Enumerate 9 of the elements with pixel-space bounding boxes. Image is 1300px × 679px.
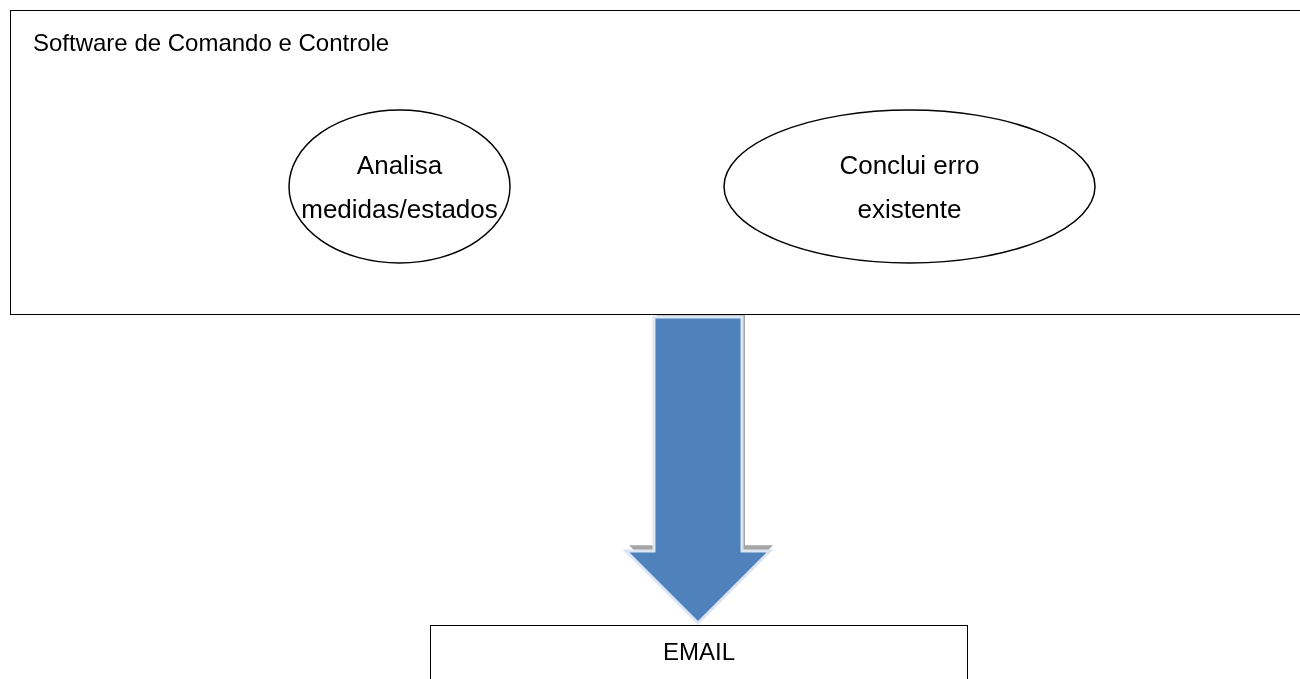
process-ellipse <box>288 109 511 264</box>
node-label: Conclui erro existente <box>838 148 981 226</box>
node-label: Analisa medidas/estados <box>300 148 499 226</box>
process-box <box>430 625 968 679</box>
heading-text: Software de Comando e Controle <box>33 29 390 57</box>
block-arrow <box>622 312 774 626</box>
node-label: EMAIL <box>663 638 735 666</box>
container-box <box>10 10 1300 315</box>
process-ellipse <box>723 109 1096 264</box>
